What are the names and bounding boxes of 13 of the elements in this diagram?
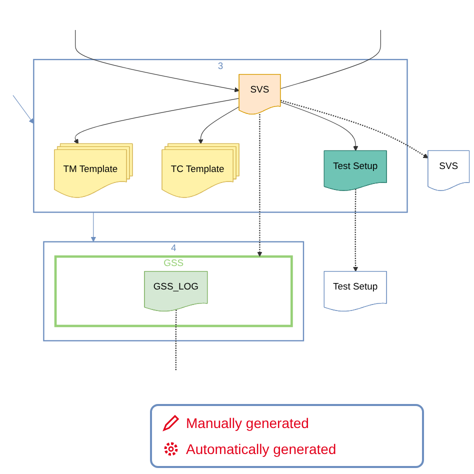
arrow (12, 94, 34, 124)
connector (175, 310, 177, 370)
arrow (90, 212, 96, 242)
arrow (280, 102, 358, 152)
arrow (74, 98, 240, 144)
arrow (198, 106, 240, 144)
arrow (280, 100, 428, 158)
connector (280, 30, 381, 89)
arrow (75, 30, 240, 92)
legend-text: Manually generated (186, 415, 309, 431)
arrow (352, 189, 358, 272)
legend-text: Automatically generated (186, 441, 336, 457)
arrow (257, 114, 262, 257)
